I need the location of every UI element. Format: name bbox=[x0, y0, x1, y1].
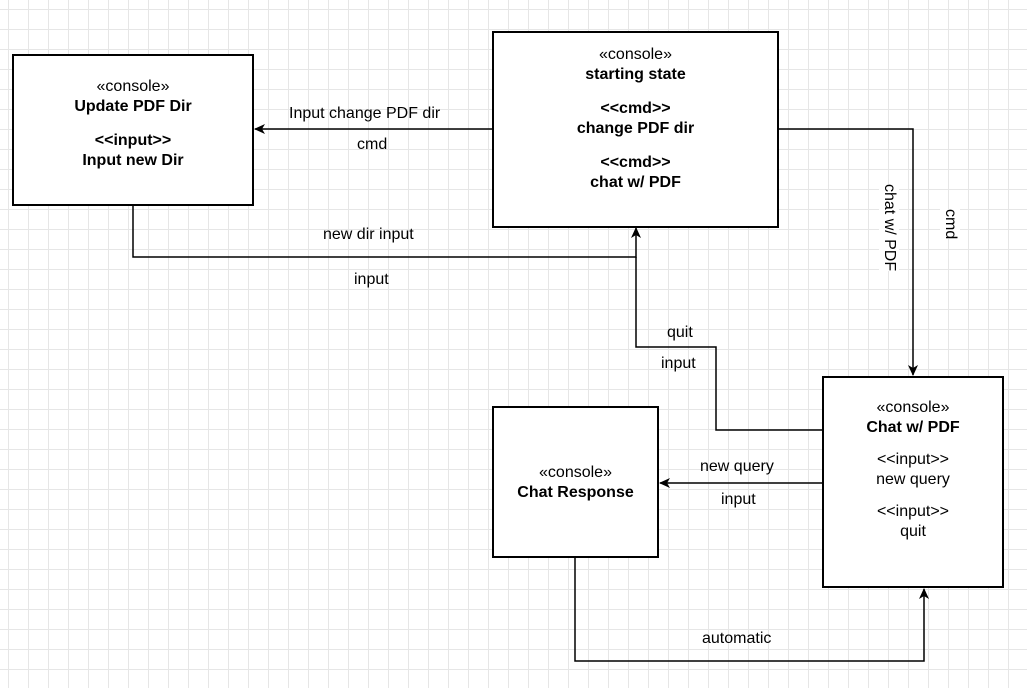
node-row-label: new query bbox=[876, 471, 950, 488]
edge-label-chat-cmd: chat w/ PDF bbox=[879, 184, 899, 272]
edge-quit[interactable] bbox=[635, 257, 822, 431]
node-starting-state[interactable]: «console» starting state <<cmd>> change … bbox=[492, 31, 779, 228]
node-chat-pdf[interactable]: «console» Chat w/ PDF <<input>> new quer… bbox=[822, 376, 1004, 588]
node-chat-response[interactable]: «console» Chat Response bbox=[492, 406, 659, 558]
node-title: Chat Response bbox=[517, 484, 634, 501]
edge-type-quit: input bbox=[661, 355, 696, 372]
node-row-label: change PDF dir bbox=[576, 120, 695, 137]
node-stereotype: «console» bbox=[539, 464, 612, 481]
node-title: starting state bbox=[585, 66, 686, 83]
node-row-stereotype: <<cmd>> bbox=[600, 154, 671, 171]
node-row-stereotype: <<cmd>> bbox=[600, 100, 671, 117]
edge-type-query: input bbox=[721, 491, 756, 508]
edge-auto[interactable] bbox=[574, 557, 929, 662]
edge-label-auto: automatic bbox=[702, 630, 772, 647]
node-update-pdf-dir[interactable]: «console» Update PDF Dir <<input>> Input… bbox=[12, 54, 254, 206]
edge-new-dir[interactable] bbox=[132, 205, 641, 258]
edge-label-query: new query bbox=[700, 458, 774, 475]
node-row-label: quit bbox=[900, 523, 926, 540]
edge-chat-cmd[interactable] bbox=[778, 128, 918, 376]
node-title: Chat w/ PDF bbox=[866, 419, 960, 436]
node-row-stereotype: <<input>> bbox=[94, 132, 172, 149]
edge-type-change-dir: cmd bbox=[357, 136, 388, 153]
node-row-label: Input new Dir bbox=[82, 152, 184, 169]
node-row-label: chat w/ PDF bbox=[590, 174, 681, 191]
edge-type-chat-cmd: cmd bbox=[940, 209, 960, 240]
node-stereotype: «console» bbox=[96, 78, 170, 95]
node-row-stereotype: <<input>> bbox=[876, 503, 950, 520]
node-row-stereotype: <<input>> bbox=[876, 451, 950, 468]
edge-label-quit: quit bbox=[667, 324, 693, 341]
edge-type-new-dir: input bbox=[354, 271, 389, 288]
node-stereotype: «console» bbox=[876, 399, 950, 416]
edge-label-change-dir: Input change PDF dir bbox=[289, 105, 441, 122]
edge-label-new-dir: new dir input bbox=[323, 226, 414, 243]
node-title: Update PDF Dir bbox=[74, 98, 192, 115]
node-stereotype: «console» bbox=[599, 46, 672, 63]
